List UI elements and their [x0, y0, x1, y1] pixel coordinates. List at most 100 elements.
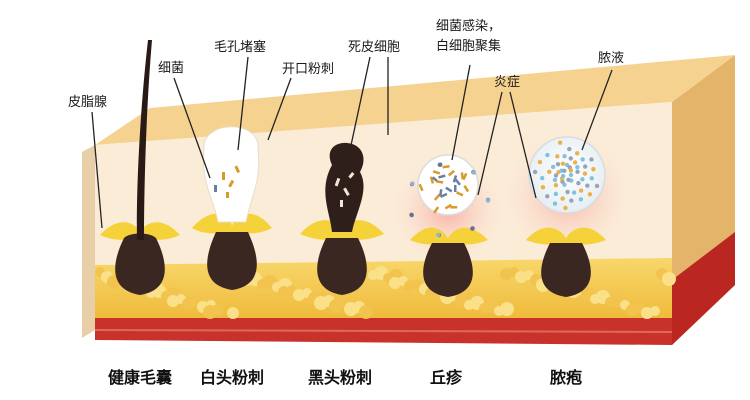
label-infection-line1: 细菌感染，: [436, 18, 501, 34]
follicle-bulb: [207, 232, 257, 290]
bacterium: [438, 174, 446, 179]
label-sebaceous-gland: 皮脂腺: [68, 95, 107, 110]
label-pore-clogged: 毛孔堵塞: [214, 39, 266, 55]
hair-shaft: [136, 40, 152, 240]
pus-cell: [568, 168, 574, 173]
follicle-bulb: [317, 238, 367, 295]
label-pus: 脓液: [598, 50, 624, 66]
pus-cell: [540, 185, 546, 190]
pus-cell: [589, 176, 594, 181]
white-blood-cell: [438, 162, 443, 167]
pus-cell: [568, 172, 574, 178]
fat-cell: [344, 302, 358, 316]
bacterium: [460, 172, 464, 180]
pus-cell-dots: [532, 140, 600, 211]
white-blood-cell: [410, 181, 415, 186]
fat-cell: [494, 306, 504, 316]
pus-cell: [553, 182, 559, 188]
fat-cell: [359, 305, 373, 319]
pus-cell: [591, 167, 596, 172]
bacterium: [442, 165, 450, 169]
fat-cell: [182, 298, 194, 310]
bacterium: [433, 206, 440, 214]
sebaceous-gland-shape: [526, 227, 606, 245]
sebaceous-gland-shape: [100, 222, 180, 240]
fat-cell: [167, 295, 179, 307]
label-open-comedo: 开口粉刺: [282, 62, 334, 77]
pus-cell: [532, 169, 538, 175]
label-infection-line2: 白细胞聚集: [436, 38, 501, 54]
pus-cell: [594, 183, 600, 189]
pus-cell: [567, 146, 572, 152]
pus-cell: [582, 171, 588, 176]
pus-cell: [560, 173, 566, 179]
dead-cell-flecks: [334, 172, 355, 207]
pus-cell: [537, 159, 543, 165]
white-blood-cell: [436, 232, 441, 238]
whitehead-follicle: [192, 126, 272, 290]
clogged-pore: [202, 126, 260, 223]
sebaceous-gland-shape: [410, 227, 488, 245]
fat-cell: [641, 307, 653, 319]
pus-cell: [545, 194, 550, 199]
white-blood-cell: [409, 212, 414, 218]
pus-cell: [582, 164, 588, 169]
pus-cell: [585, 183, 590, 188]
fat-cell: [500, 268, 512, 280]
pus-cell: [539, 175, 545, 181]
pus-cell: [569, 198, 574, 203]
pus-cell: [578, 197, 584, 202]
pus-cell: [550, 164, 556, 170]
skin-top: [95, 55, 735, 145]
fat-cell: [626, 304, 638, 316]
pus-cell: [562, 168, 567, 173]
bacterium: [435, 180, 444, 184]
blackhead-follicle: [300, 142, 384, 295]
bacterium: [444, 203, 452, 210]
pus-cell: [552, 201, 558, 206]
pus-cell: [545, 152, 550, 158]
fat-cell: [515, 271, 527, 283]
pus-cell: [547, 169, 552, 175]
fat-cell: [278, 286, 290, 298]
stage-label-whitehead: 白头粉刺: [200, 368, 264, 387]
pus-cell: [553, 173, 559, 178]
fat-cell: [368, 270, 378, 280]
healthy-follicle: [100, 40, 180, 295]
bacteria-dots: [409, 162, 491, 238]
white-blood-cell: [471, 170, 477, 175]
pus-cell: [552, 177, 558, 183]
bacterium: [432, 170, 441, 175]
pus-cell: [571, 190, 577, 195]
label-bacteria: 细菌: [158, 61, 184, 76]
pus-sac: [528, 136, 606, 214]
fat-cell: [662, 272, 676, 286]
bacterium: [418, 183, 424, 192]
fat-cell: [314, 296, 328, 310]
follicle-bulb: [423, 243, 473, 297]
bacteria-dots: [214, 165, 241, 198]
leader-lines: [91, 56, 613, 229]
pus-cell: [562, 153, 567, 159]
bacterium: [463, 184, 470, 193]
white-blood-cell: [485, 198, 491, 203]
pus-cell: [576, 180, 581, 186]
pus-cell: [587, 192, 593, 197]
pus-cell: [553, 191, 559, 197]
pus-cell: [555, 162, 561, 167]
muscle-side: [672, 232, 735, 345]
fat-cell: [464, 300, 474, 310]
pus-cell: [589, 157, 594, 162]
pus-cell: [572, 160, 578, 165]
bacterium: [445, 186, 453, 193]
bacterium: [438, 189, 443, 197]
stage-label-healthy: 健康毛囊: [108, 368, 173, 387]
fat-cell: [329, 299, 343, 313]
bacterium: [456, 191, 464, 197]
pus-cell: [575, 169, 580, 174]
blackhead-plug: [325, 142, 364, 232]
pus-cell: [555, 154, 560, 159]
stage-label-blackhead: 黑头粉刺: [308, 368, 372, 387]
fat-cell: [293, 289, 305, 301]
